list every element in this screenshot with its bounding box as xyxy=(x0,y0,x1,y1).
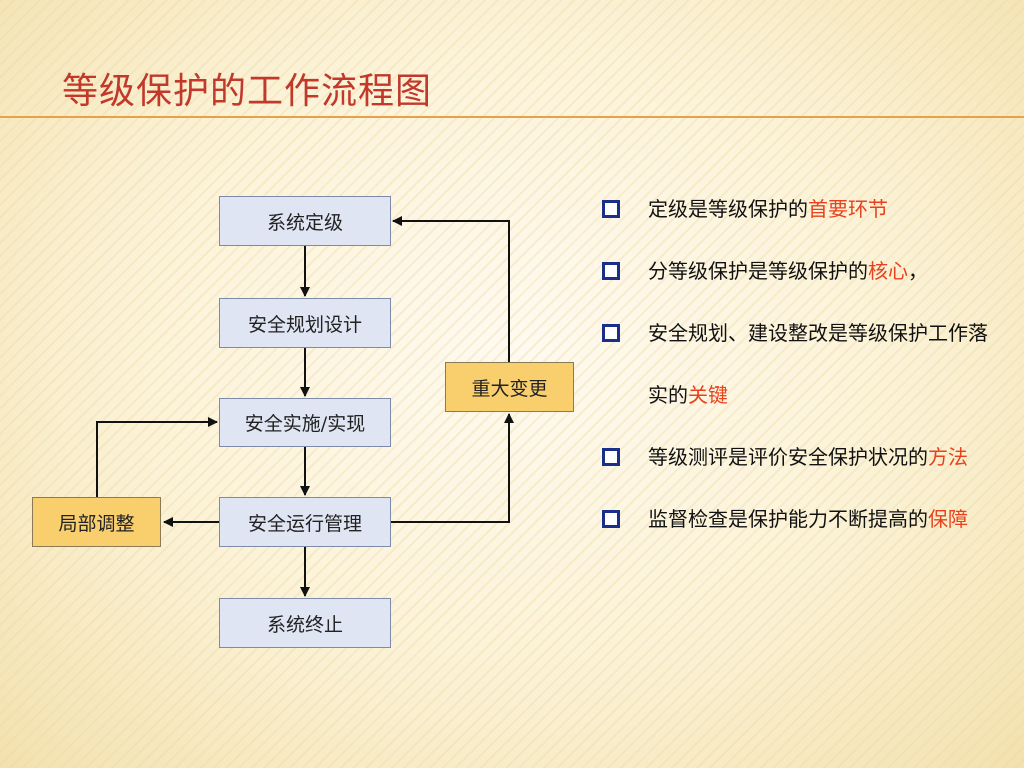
arrow-partial-adjust-to-implementation xyxy=(96,417,218,497)
bullet-text: 分等级保护是等级保护的 xyxy=(648,259,868,283)
bullet-text: 安全规划、建设整改是等级保护工作落实的 xyxy=(648,321,988,407)
bullet-suffix: ， xyxy=(908,259,928,283)
bullet-text: 监督检查是保护能力不断提高的 xyxy=(648,507,928,531)
bullet-text: 等级测评是评价安全保护状况的 xyxy=(648,445,928,469)
bullet-text: 定级是等级保护的 xyxy=(648,197,808,221)
flow-box-implementation: 安全实施/实现 xyxy=(219,398,391,447)
bullet-item: 等级测评是评价安全保护状况的方法 xyxy=(598,426,998,488)
bullet-highlight: 方法 xyxy=(928,445,968,469)
flow-box-major-change: 重大变更 xyxy=(445,362,574,412)
square-bullet-icon xyxy=(602,200,620,218)
bullet-item: 安全规划、建设整改是等级保护工作落实的关键 xyxy=(598,302,998,426)
flow-box-partial-adjust: 局部调整 xyxy=(32,497,161,547)
bullet-highlight: 关键 xyxy=(688,383,728,407)
square-bullet-icon xyxy=(602,448,620,466)
arrow-major-change-to-grading xyxy=(392,216,510,362)
flow-box-grading: 系统定级 xyxy=(219,196,391,246)
bullet-list: 定级是等级保护的首要环节 分等级保护是等级保护的核心， 安全规划、建设整改是等级… xyxy=(598,178,998,550)
arrow-operation-to-major-change xyxy=(391,413,514,523)
square-bullet-icon xyxy=(602,262,620,280)
bullet-item: 监督检查是保护能力不断提高的保障 xyxy=(598,488,998,550)
title-divider xyxy=(0,116,1024,118)
flow-box-operation: 安全运行管理 xyxy=(219,497,391,547)
square-bullet-icon xyxy=(602,510,620,528)
bullet-highlight: 首要环节 xyxy=(808,197,888,221)
flow-box-termination: 系统终止 xyxy=(219,598,391,648)
flow-box-planning: 安全规划设计 xyxy=(219,298,391,348)
bullet-highlight: 核心 xyxy=(868,259,908,283)
square-bullet-icon xyxy=(602,324,620,342)
bullet-item: 分等级保护是等级保护的核心， xyxy=(598,240,998,302)
page-title: 等级保护的工作流程图 xyxy=(62,71,433,112)
bullet-item: 定级是等级保护的首要环节 xyxy=(598,178,998,240)
bullet-highlight: 保障 xyxy=(928,507,968,531)
